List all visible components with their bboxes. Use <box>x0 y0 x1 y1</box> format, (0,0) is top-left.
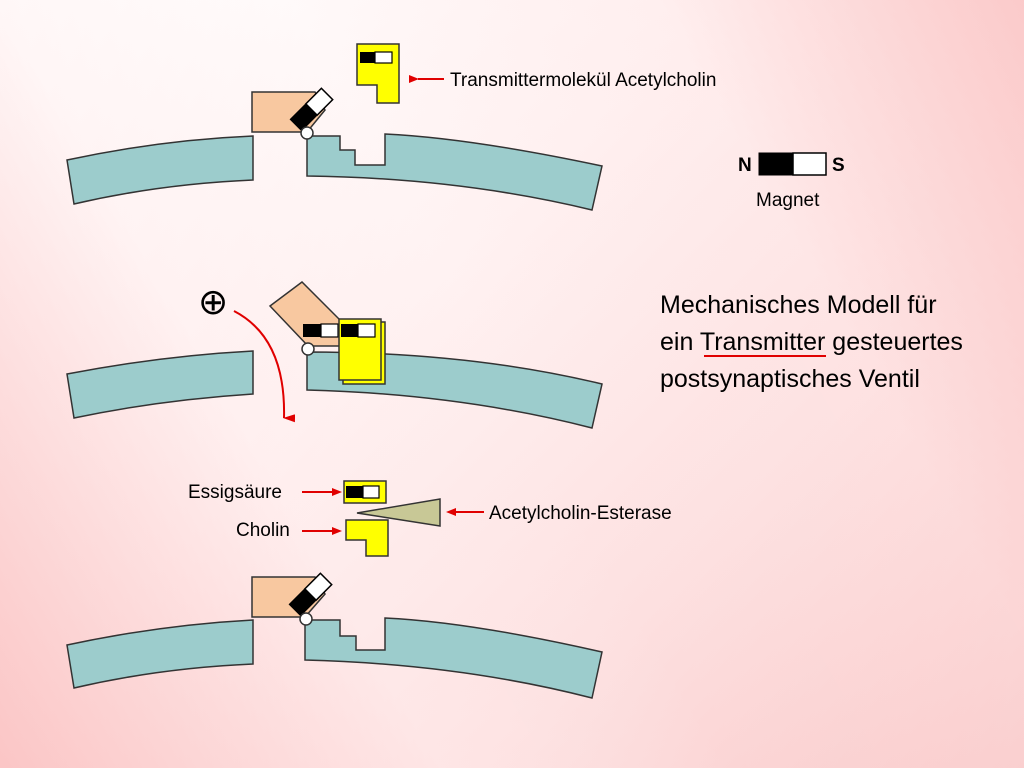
bound-transmitter-magnet-n <box>341 324 358 337</box>
gate-hinge <box>301 342 315 356</box>
title-line-3: postsynaptisches Ventil <box>660 365 920 393</box>
magnet-n-label: N <box>738 155 752 176</box>
hydrolysis-products: Essigsäure Cholin Acetylcholin-Esterase <box>188 480 672 557</box>
cholin-arrowhead <box>332 527 342 535</box>
magnet-legend-s <box>792 152 827 176</box>
magnet-legend: N S Magnet <box>738 152 845 211</box>
esterase-label: Acetylcholin-Esterase <box>489 503 672 524</box>
magnet-legend-n <box>758 152 794 176</box>
cholin-label: Cholin <box>236 520 290 541</box>
slide-title: Mechanisches Modell für ein Transmitter … <box>660 291 963 393</box>
membrane-left <box>66 619 254 689</box>
membrane-left <box>66 350 254 419</box>
essigsaeure-magnet-s <box>362 485 380 499</box>
esterase-wedge <box>356 498 441 527</box>
bound-transmitter-magnet-s <box>357 323 376 338</box>
magnet-label: Magnet <box>756 190 820 211</box>
essigsaeure-label: Essigsäure <box>188 482 282 503</box>
gate-magnet <box>289 87 334 132</box>
magnet-s-label: S <box>832 155 845 176</box>
cholin-block <box>345 519 389 557</box>
gate-magnet <box>288 572 333 617</box>
gate-magnet-n <box>303 324 321 337</box>
title-line-2: ein Transmitter gesteuertes <box>660 328 963 356</box>
transmitter-label: Transmittermolekül Acetylcholin <box>450 70 716 91</box>
panel-closed-top: Transmittermolekül Acetylcholin <box>66 43 716 211</box>
gate-magnet-s <box>320 323 339 338</box>
gate-hinge <box>299 612 313 626</box>
gate-hinge <box>300 126 314 140</box>
plus-ion-icon: ⊕ <box>198 282 228 323</box>
essigsaeure-magnet-n <box>346 486 363 498</box>
membrane-right-with-receptor <box>304 617 603 699</box>
transmitter-magnet-n <box>360 52 375 63</box>
essigsaeure-arrowhead <box>332 488 342 496</box>
title-line-1: Mechanisches Modell für <box>660 291 937 319</box>
ion-flow-arrow <box>233 310 296 423</box>
esterase-arrowhead <box>446 508 456 516</box>
membrane-left <box>66 135 254 205</box>
panel-open-middle: ⊕ <box>66 281 603 429</box>
membrane-right-with-receptor <box>306 133 603 211</box>
panel-closed-bottom <box>66 572 603 699</box>
transmitter-magnet-s <box>374 51 393 64</box>
